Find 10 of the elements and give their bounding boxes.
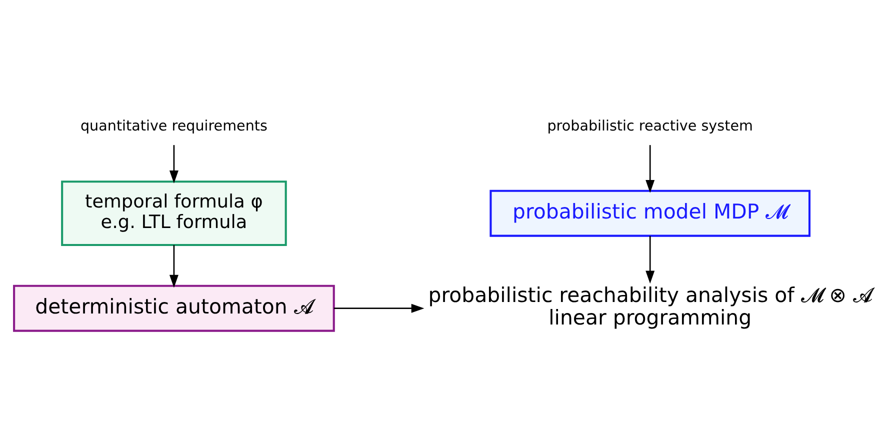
arrow [333,303,424,312]
node-box: probabilistic model MDP 𝓜 [489,189,810,236]
node-box: temporal formula φ e.g. LTL formula [60,180,286,246]
node-text: quantitative requirements [80,118,267,134]
arrow [168,244,178,288]
arrow [645,144,654,192]
arrow [645,235,654,284]
node-text: probabilistic reactive system [546,118,752,134]
arrow [168,144,178,183]
node-box: deterministic automaton 𝓐 [12,284,334,332]
